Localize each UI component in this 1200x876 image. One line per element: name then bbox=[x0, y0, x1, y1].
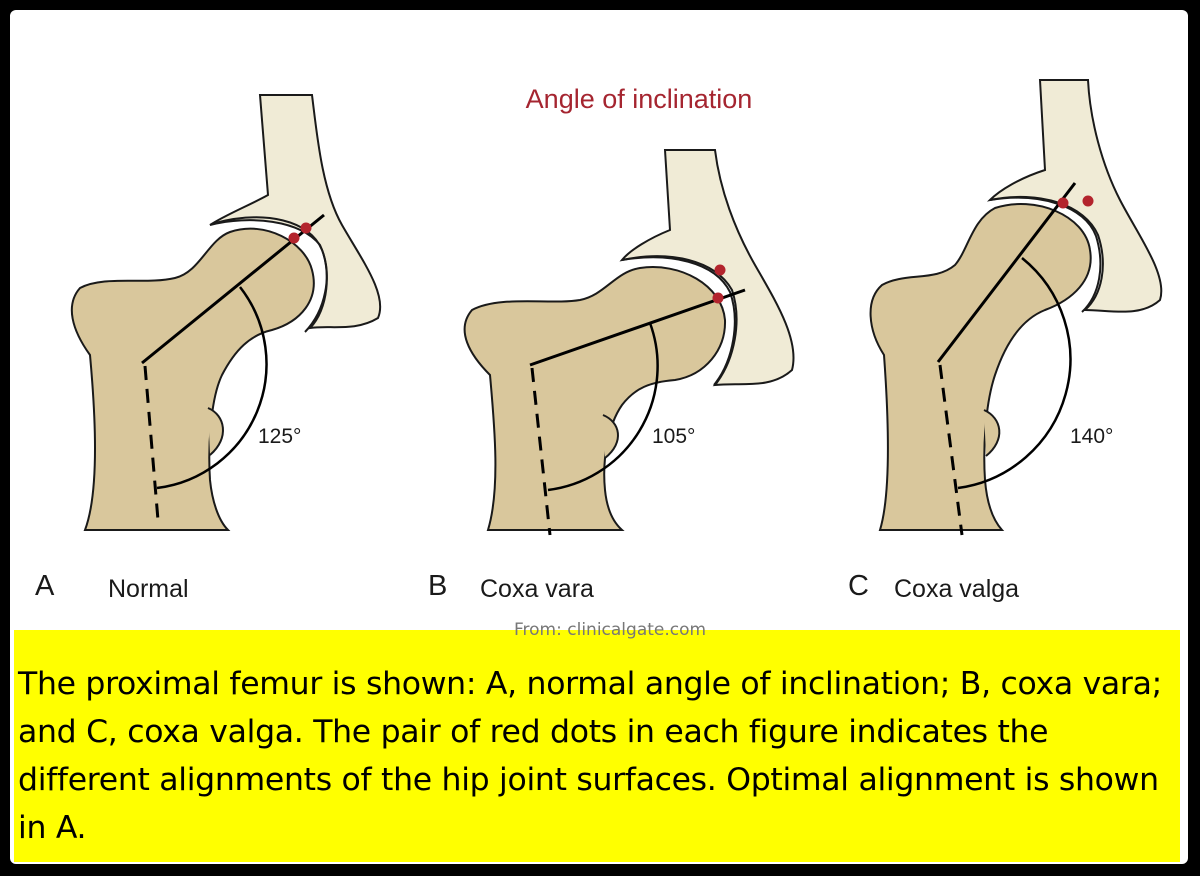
panel-b-shaft-axis bbox=[530, 367, 552, 536]
panel-a-angle-label: 125° bbox=[258, 425, 302, 448]
caption-text: The proximal femur is shown: A, normal a… bbox=[18, 666, 1162, 846]
panel-a-lesser-trochanter bbox=[207, 407, 224, 456]
panel-a-angle-arc bbox=[156, 286, 268, 490]
panel-c-femur bbox=[869, 203, 1092, 531]
panel-c-lesser-trochanter bbox=[983, 409, 1001, 457]
panel-a-femur bbox=[70, 227, 315, 531]
panel-a-drawing bbox=[70, 94, 382, 531]
panel-a-pelvis bbox=[209, 94, 382, 330]
panel-b-neck-axis bbox=[529, 288, 746, 367]
panel-b-lesser-trochanter bbox=[602, 414, 619, 459]
panel-b-acetabulum-line bbox=[621, 256, 736, 386]
panel-b-red-dot bbox=[712, 292, 724, 304]
panel-a-red-dot bbox=[300, 222, 312, 234]
figure-frame: Angle of inclination 125° 105° 140° A No… bbox=[10, 10, 1188, 864]
panel-b-letter: B bbox=[428, 570, 448, 602]
panel-b-drawing bbox=[463, 149, 795, 536]
panel-c-letter: C bbox=[848, 570, 869, 602]
figure-title: Angle of inclination bbox=[525, 84, 753, 114]
panel-a-shaft-axis bbox=[143, 365, 160, 521]
panel-c-label: Coxa valga bbox=[894, 575, 1020, 603]
panel-b-femur bbox=[463, 266, 727, 531]
panel-c-shaft-axis bbox=[938, 364, 964, 536]
panel-c-angle-arc bbox=[957, 257, 1072, 490]
panel-c-red-dot bbox=[1082, 195, 1094, 207]
panel-c-acetabulum-line bbox=[989, 196, 1102, 313]
panel-a-red-dot bbox=[288, 232, 300, 244]
panel-b-label: Coxa vara bbox=[480, 575, 594, 603]
panel-a-acetabulum-line bbox=[214, 216, 328, 333]
proximal-femur-diagram bbox=[70, 79, 1163, 536]
panel-a-letter: A bbox=[35, 570, 55, 602]
panel-c-drawing bbox=[869, 79, 1163, 536]
panel-a-label: Normal bbox=[108, 575, 189, 603]
panel-b-angle-label: 105° bbox=[652, 425, 696, 448]
panel-c-neck-axis bbox=[936, 182, 1077, 363]
panel-c-red-dot bbox=[1057, 197, 1069, 209]
caption-box: The proximal femur is shown: A, normal a… bbox=[14, 630, 1180, 862]
panel-b-red-dot bbox=[714, 264, 726, 276]
panel-b-angle-arc bbox=[547, 322, 659, 492]
source-credit: From: clinicalgate.com bbox=[514, 620, 707, 640]
panel-c-angle-label: 140° bbox=[1070, 425, 1114, 448]
